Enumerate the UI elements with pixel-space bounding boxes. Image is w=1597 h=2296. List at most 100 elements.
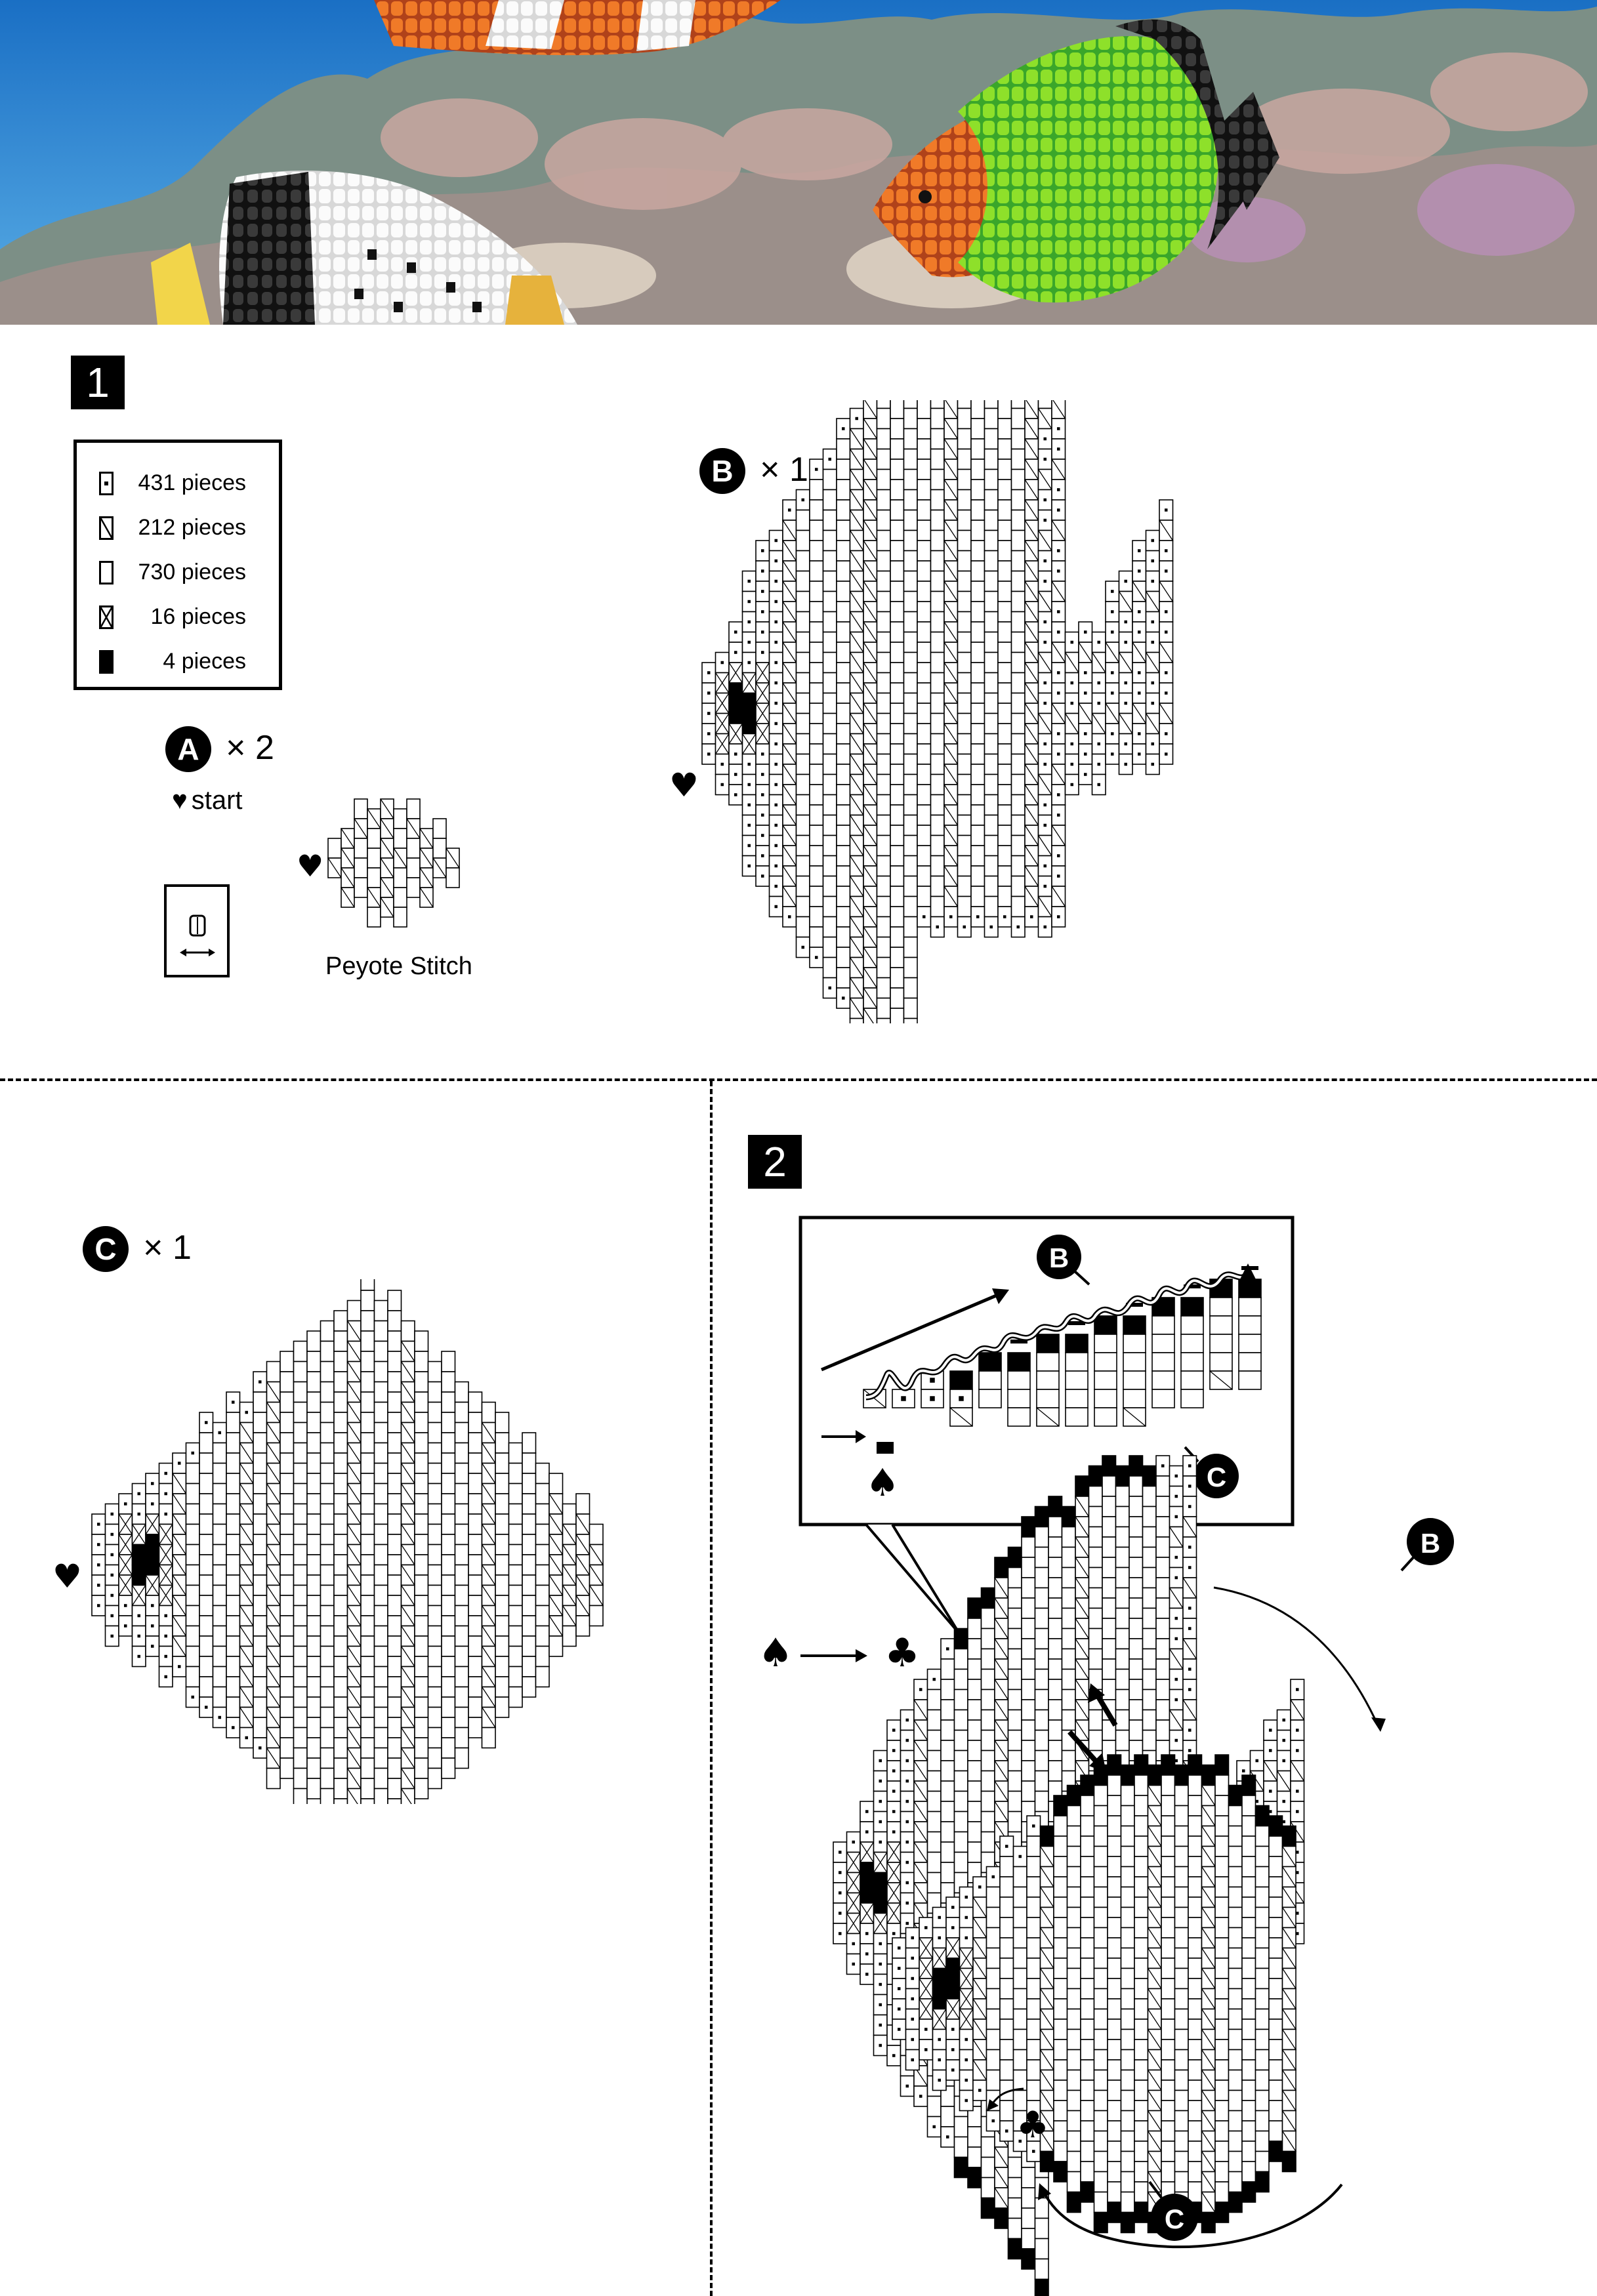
bead-cell [1155,1638,1171,1660]
bead-cell [1188,1917,1203,1938]
bead-cell [1120,2069,1135,2091]
bead-cell [1161,1958,1176,1979]
bead-cell [1048,1679,1063,1700]
callout-c-badge [1194,1454,1239,1498]
bead-cell [1093,2110,1108,2132]
bead-cell [441,1615,456,1637]
bead-dot [720,762,724,766]
bead-cell [1010,692,1026,714]
bead-cell [1007,1546,1022,1568]
bead-mark [1010,1340,1027,1343]
bead-cell [1281,2150,1296,2173]
bead-cell [1155,1516,1171,1538]
bead-slash [1281,1907,1296,1928]
bead-slash [741,672,757,693]
bead-cell [427,1767,442,1790]
bead-cell [1107,2120,1122,2142]
bead-dot [865,1952,869,1956]
bead-dot [938,1936,942,1940]
bead-slash [863,621,878,643]
bead-cell [1255,2171,1270,2193]
bead-cell [280,1412,295,1433]
bead-cell [441,1432,456,1454]
bead-cell [903,570,918,592]
bead-slash [1039,2090,1054,2111]
bead-cell [1093,2130,1108,2152]
bead-cell [441,1351,456,1372]
bead-cell [1026,1958,1041,1979]
bead-dot [963,925,966,929]
bead-cell [836,967,851,989]
bead-cell [1155,1699,1171,1721]
bead-cell [926,1709,942,1731]
bead-cell [930,509,945,531]
bead-cell [1241,1896,1256,1918]
bead-cell [185,1645,200,1668]
bead-cell [836,499,851,521]
bead-dot [747,620,751,624]
bead-cell [809,601,824,623]
bead-cell [1012,1886,1027,1908]
bead-cell [1174,1906,1189,1929]
bead-cell [1048,1740,1063,1761]
bead-cell [414,1371,429,1393]
bead-cell [1048,1496,1063,1517]
bead-cell [387,1778,402,1799]
bead-cell [293,1706,308,1729]
bead-dot [123,1624,127,1628]
bead-cell [468,1432,483,1454]
arrow-head-icon [987,2099,999,2111]
bead-cell [1214,1978,1230,1999]
bead-dot [258,1746,262,1750]
bead-cell [432,838,447,859]
bead-cell [441,1757,456,1779]
legend-row: 730 pieces [77,554,279,594]
bead-cell [360,1534,375,1555]
bead-dot [760,834,764,837]
bead-cell [1080,2080,1095,2101]
bead-cell [1021,1760,1036,1782]
bead-cell [967,1821,982,1843]
bead-dot [1268,1729,1272,1732]
stitch-caption: Peyote Stitch [325,953,472,980]
bead-cell [985,2008,1001,2030]
bead-dot [1188,1627,1192,1630]
bead-cell [957,550,972,572]
bead-slash [944,520,959,541]
bead-cell [427,1401,442,1424]
bead-slash [266,1646,281,1667]
bead-cell [253,1412,268,1433]
bead-cell [1021,1577,1036,1599]
bead-cell [1007,1607,1022,1630]
bead-cell [985,1886,1001,1908]
bead-slash [1039,1907,1054,1928]
bead-cell [131,1544,146,1566]
bead-cell [468,1391,483,1413]
callout-b-leader [1073,1270,1090,1286]
bead-dot [855,417,859,420]
bead-cell [1066,2150,1081,2173]
bead-cell [535,1666,550,1688]
bead-cell [1053,1978,1068,1999]
bead-cell [468,1574,483,1596]
bead-cell [1007,1407,1031,1427]
bead-cell [1174,2150,1189,2173]
bead-dot [1295,1729,1299,1732]
bead-cell [441,1554,456,1576]
bead-cell [1134,1896,1149,1918]
bead-slash [1281,2090,1296,2111]
column-divider [710,1081,713,2296]
bead-cell [320,1645,335,1668]
bead-cell [1048,1577,1063,1599]
bead-slash [1052,400,1066,419]
bead-cell [441,1717,456,1738]
bead-cell [1102,1597,1117,1619]
bead-cell [978,1389,1002,1408]
bead-slash [944,438,959,460]
bead-cell [930,529,945,552]
bead-dot [879,1942,882,1946]
bead-dot [707,752,711,756]
bead-cell [468,1513,483,1535]
bead-slash [886,1882,902,1904]
bead-slash [715,693,730,714]
